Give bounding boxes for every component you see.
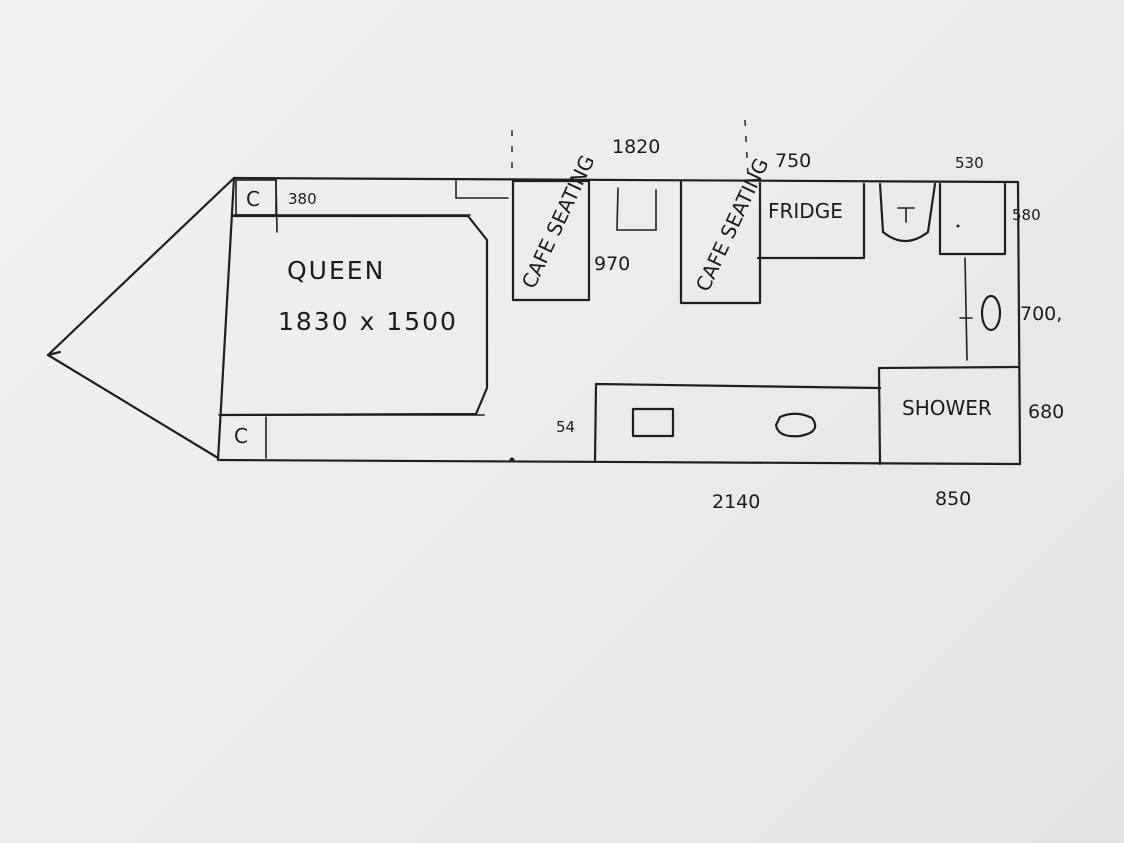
dimension-750: 750 <box>775 150 811 172</box>
dimension-580: 580 <box>1012 206 1041 224</box>
dimension-680: 680 <box>1028 401 1064 423</box>
queen-size-label: 1830 x 1500 <box>278 307 458 336</box>
dinette-table <box>616 187 657 231</box>
cupboard-label-top: C <box>246 187 260 211</box>
cupboard-label-bottom: C <box>234 424 248 448</box>
outer-walls <box>216 176 1022 466</box>
queen-bed <box>220 214 489 417</box>
sink <box>631 407 675 438</box>
dimension-1820: 1820 <box>612 136 660 158</box>
kitchen-bench <box>593 382 882 464</box>
dimension-700: 700, <box>1020 303 1062 325</box>
dimension-380: 380 <box>288 190 317 208</box>
bathroom-wall <box>964 257 968 361</box>
dimension-2140: 2140 <box>712 491 760 513</box>
bed-zone <box>218 179 509 459</box>
dimension-54: 54 <box>556 418 575 436</box>
basin <box>980 294 1002 332</box>
cafe-seating-right-box <box>679 180 762 305</box>
dimension-970: 970 <box>594 253 630 275</box>
shower-box <box>877 365 1020 466</box>
drawbar <box>46 176 236 460</box>
fridge-label: FRIDGE <box>768 199 843 223</box>
cafe-seating-left-label: CAFE SEATING <box>517 151 600 292</box>
queen-label: QUEEN <box>287 256 385 285</box>
dimension-530: 530 <box>955 154 984 172</box>
shower-label: SHOWER <box>902 396 992 420</box>
cooktop <box>774 412 817 438</box>
toilet <box>878 182 937 243</box>
cafe-seating-left-box <box>511 179 591 302</box>
vanity-cabinet <box>938 182 1007 256</box>
dimension-850: 850 <box>935 488 971 510</box>
fridge-box <box>756 182 866 260</box>
